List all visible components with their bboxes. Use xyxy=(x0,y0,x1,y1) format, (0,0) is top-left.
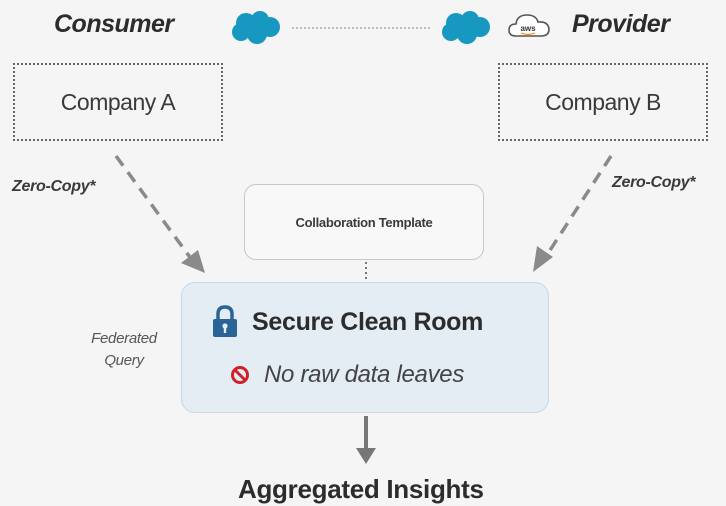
federated-query-line2: Query xyxy=(104,352,144,369)
aws-cloud-icon: aws xyxy=(508,14,550,37)
secure-clean-room-box: Secure Clean Room No raw data leaves xyxy=(181,282,549,413)
room-subtitle-row: No raw data leaves xyxy=(230,361,464,389)
zero-copy-arrowhead-left xyxy=(181,250,205,273)
federated-query-line1: Federated xyxy=(91,330,157,347)
output-arrowhead xyxy=(356,448,376,464)
room-subtitle: No raw data leaves xyxy=(264,361,465,388)
zero-copy-arrow-left xyxy=(114,154,194,262)
salesforce-cloud-icon xyxy=(232,11,280,44)
consumer-title: Consumer xyxy=(54,10,174,38)
aggregated-insights-label: Aggregated Insights xyxy=(238,474,484,504)
room-title: Secure Clean Room xyxy=(252,307,484,336)
zero-copy-label-left: Zero-Copy* xyxy=(12,178,96,195)
company-b-label: Company B xyxy=(545,88,661,115)
aws-logo-text: aws xyxy=(520,24,536,33)
zero-copy-arrowhead-right xyxy=(533,246,553,272)
room-title-row: Secure Clean Room xyxy=(210,305,483,339)
company-a-box: Company A xyxy=(13,63,223,141)
zero-copy-arrow-right xyxy=(543,155,613,259)
prohibited-icon xyxy=(231,366,249,384)
company-b-box: Company B xyxy=(498,63,708,141)
company-a-label: Company A xyxy=(60,88,176,115)
collaboration-template-box: Collaboration Template xyxy=(244,184,484,260)
zero-copy-label-right: Zero-Copy* xyxy=(612,174,696,191)
provider-title: Provider xyxy=(572,10,670,38)
federated-query-label: Federated Query xyxy=(72,328,176,372)
lock-icon xyxy=(213,305,237,337)
salesforce-cloud-icon xyxy=(442,11,490,44)
collaboration-template-label: Collaboration Template xyxy=(295,214,433,230)
